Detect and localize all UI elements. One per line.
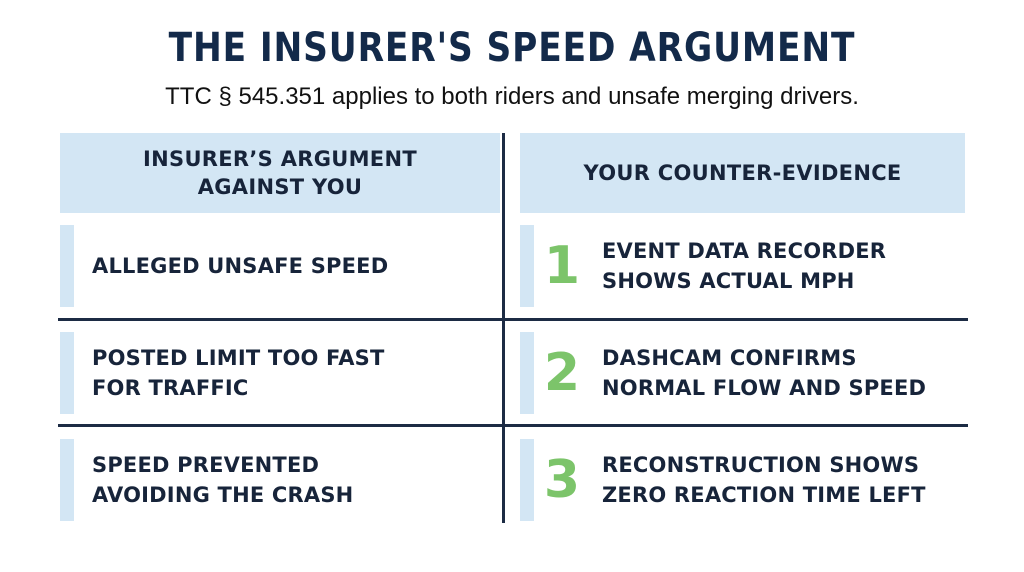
accent-bar <box>520 332 534 414</box>
accent-bar <box>60 439 74 521</box>
evidence-line: RECONSTRUCTION SHOWS <box>602 453 920 477</box>
evidence-line: EVENT DATA RECORDER <box>602 239 887 263</box>
evidence-line: DASHCAM CONFIRMS <box>602 346 857 370</box>
argument-text: POSTED LIMIT TOO FAST FOR TRAFFIC <box>74 343 385 403</box>
argument-text: ALLEGED UNSAFE SPEED <box>74 251 388 281</box>
argument-line: FOR TRAFFIC <box>92 376 249 400</box>
evidence-text: DASHCAM CONFIRMS NORMAL FLOW AND SPEED <box>590 343 926 403</box>
argument-row-3: SPEED PREVENTED AVOIDING THE CRASH <box>60 439 500 521</box>
evidence-number: 2 <box>543 343 581 403</box>
accent-bar <box>520 225 534 307</box>
row-divider-1 <box>58 318 968 321</box>
accent-bar <box>60 332 74 414</box>
argument-text: SPEED PREVENTED AVOIDING THE CRASH <box>74 450 353 510</box>
argument-line: ALLEGED UNSAFE SPEED <box>92 254 389 278</box>
evidence-line: SHOWS ACTUAL MPH <box>602 269 855 293</box>
header-counter-evidence: YOUR COUNTER-EVIDENCE <box>520 133 965 213</box>
evidence-number: 1 <box>543 236 581 296</box>
row-divider-2 <box>58 424 968 427</box>
evidence-line: ZERO REACTION TIME LEFT <box>602 483 926 507</box>
argument-row-1: ALLEGED UNSAFE SPEED <box>60 225 500 307</box>
argument-line: POSTED LIMIT TOO FAST <box>92 346 385 370</box>
page-title: THE INSURER'S SPEED ARGUMENT <box>168 25 856 71</box>
evidence-line: NORMAL FLOW AND SPEED <box>602 376 927 400</box>
evidence-row-3: 3 RECONSTRUCTION SHOWS ZERO REACTION TIM… <box>520 439 970 521</box>
evidence-text: EVENT DATA RECORDER SHOWS ACTUAL MPH <box>590 236 886 296</box>
evidence-text: RECONSTRUCTION SHOWS ZERO REACTION TIME … <box>590 450 926 510</box>
argument-line: SPEED PREVENTED <box>92 453 320 477</box>
header-insurer-argument: INSURER’S ARGUMENT AGAINST YOU <box>60 133 500 213</box>
column-divider <box>502 133 505 523</box>
argument-row-2: POSTED LIMIT TOO FAST FOR TRAFFIC <box>60 332 500 414</box>
accent-bar <box>60 225 74 307</box>
argument-line: AVOIDING THE CRASH <box>92 483 354 507</box>
evidence-row-2: 2 DASHCAM CONFIRMS NORMAL FLOW AND SPEED <box>520 332 970 414</box>
accent-bar <box>520 439 534 521</box>
evidence-number: 3 <box>543 450 581 510</box>
evidence-row-1: 1 EVENT DATA RECORDER SHOWS ACTUAL MPH <box>520 225 970 307</box>
page-subtitle: TTC § 545.351 applies to both riders and… <box>165 83 859 110</box>
